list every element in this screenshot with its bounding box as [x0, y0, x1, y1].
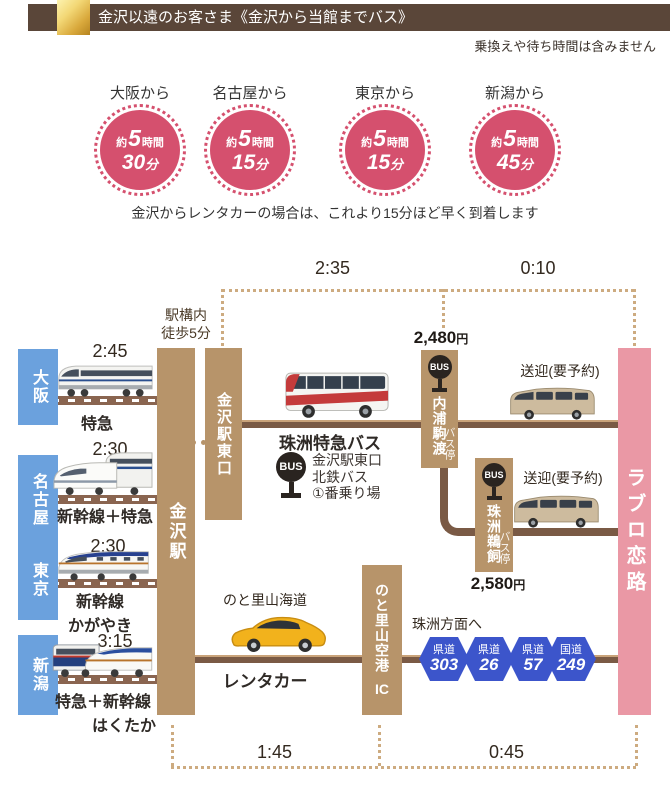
- duration-label-nagoya: 名古屋から: [212, 85, 288, 102]
- fare-suzu-ukai: 2,580円: [470, 574, 526, 593]
- city-box-nagoya: 名古屋: [18, 455, 58, 545]
- rail-line-nagoya: [52, 495, 157, 504]
- rail-line-tokyo: [52, 579, 157, 588]
- express-bus-icon: [285, 372, 389, 418]
- dotted-line: [171, 725, 174, 766]
- connector-dots: [191, 440, 206, 445]
- duration-label-osaka: 大阪から: [109, 85, 170, 102]
- rental-car-icon: [231, 616, 326, 652]
- dotted-line: [635, 725, 638, 766]
- shuttle-label-2: 送迎(要予約): [523, 470, 603, 486]
- train-name-nagoya: 新幹線＋特急: [56, 509, 153, 526]
- rental-car-note: 金沢からレンタカーの場合は、これより15分ほど早く到着します: [131, 205, 539, 221]
- kanazawa-east-exit-bar: 金沢駅東口: [205, 348, 242, 520]
- station-walk-note: 駅構内徒歩5分: [161, 307, 211, 341]
- dotted-line: [171, 766, 636, 769]
- duration-badge-osaka: 約5時間 30分: [94, 104, 186, 196]
- express-bus-name: 珠洲特急バス: [279, 434, 381, 453]
- shuttle-label-1: 送迎(要予約): [520, 363, 600, 379]
- fare-uchiura: 2,480円: [413, 328, 469, 347]
- drive-time-1: 1:45: [256, 742, 293, 762]
- bus-stop-box-suzu-ukai: BUS 珠洲鵜飼 バス停: [475, 458, 513, 572]
- dotted-line: [442, 289, 445, 328]
- train-time-tokyo: 2:30: [90, 536, 126, 556]
- train-name-niigata: 特急＋新幹線はくたか: [54, 694, 156, 735]
- express-hakutaka-train-icon: [52, 644, 153, 677]
- dotted-line: [633, 289, 636, 346]
- boarding-point-note: 金沢駅東口 北鉄バス ①番乗り場: [312, 452, 382, 501]
- city-box-niigata: 新潟: [18, 635, 58, 715]
- bus-stop-box-uchiura: BUS 内浦駒渡 バス停: [421, 350, 458, 468]
- kanazawa-station-bar: 金沢駅: [157, 348, 195, 715]
- bus-stop-icon: BUS: [427, 355, 452, 392]
- drive-time-2: 0:45: [488, 742, 525, 762]
- duration-badge-nagoya: 約5時間 15分: [204, 104, 296, 196]
- noto-satoyama-road-label: のと里山海道: [223, 592, 307, 608]
- shuttle-time: 0:10: [520, 258, 556, 278]
- shuttle-road-2: [440, 466, 618, 536]
- dotted-line: [378, 725, 381, 766]
- duration-label-niigata: 新潟から: [484, 85, 545, 102]
- rail-line-niigata: [52, 675, 157, 684]
- duration-badge-niigata: 約5時間 45分: [469, 104, 561, 196]
- shinkansen-plus-express-train-icon: [53, 452, 153, 496]
- shuttle-van-icon: [510, 387, 595, 420]
- bus-road: [242, 420, 422, 428]
- city-box-osaka: 大阪: [18, 349, 58, 425]
- train-time-niigata: 3:15: [97, 631, 133, 651]
- train-name-osaka: 特急: [80, 416, 113, 433]
- shinkansen-kagayaki-train-icon: [58, 551, 149, 581]
- duration-label-tokyo: 東京から: [354, 85, 415, 102]
- city-box-tokyo: 東京: [18, 540, 58, 620]
- limited-express-train-icon: [58, 365, 153, 397]
- dotted-line: [222, 289, 634, 292]
- header-note: 乗換えや待ち時間は含みません: [474, 39, 656, 54]
- destination-bar: ラブロ恋路: [618, 348, 651, 715]
- header-bar: [28, 4, 670, 31]
- train-time-osaka: 2:45: [92, 341, 128, 361]
- duration-badge-tokyo: 約5時間 15分: [339, 104, 431, 196]
- train-name-tokyo: 新幹線かがやき: [67, 594, 132, 635]
- bus-ride-time: 2:35: [314, 258, 351, 278]
- noto-airport-ic-bar: のと里山空港 IC: [362, 565, 402, 715]
- bus-stop-icon: BUS: [276, 452, 306, 498]
- bus-stop-icon: BUS: [482, 463, 506, 500]
- shuttle-road-1: [457, 420, 618, 428]
- dotted-line: [221, 289, 224, 346]
- gold-square-icon: [57, 0, 90, 35]
- rail-line-osaka: [52, 396, 157, 405]
- suzu-direction-label: 珠洲方面へ: [412, 616, 482, 632]
- car-road-1: [195, 655, 362, 663]
- page-title: 金沢以遠のお客さま《金沢から当館までバス》: [98, 9, 414, 26]
- shuttle-van-icon: [514, 495, 599, 528]
- rental-car-label: レンタカー: [222, 672, 308, 691]
